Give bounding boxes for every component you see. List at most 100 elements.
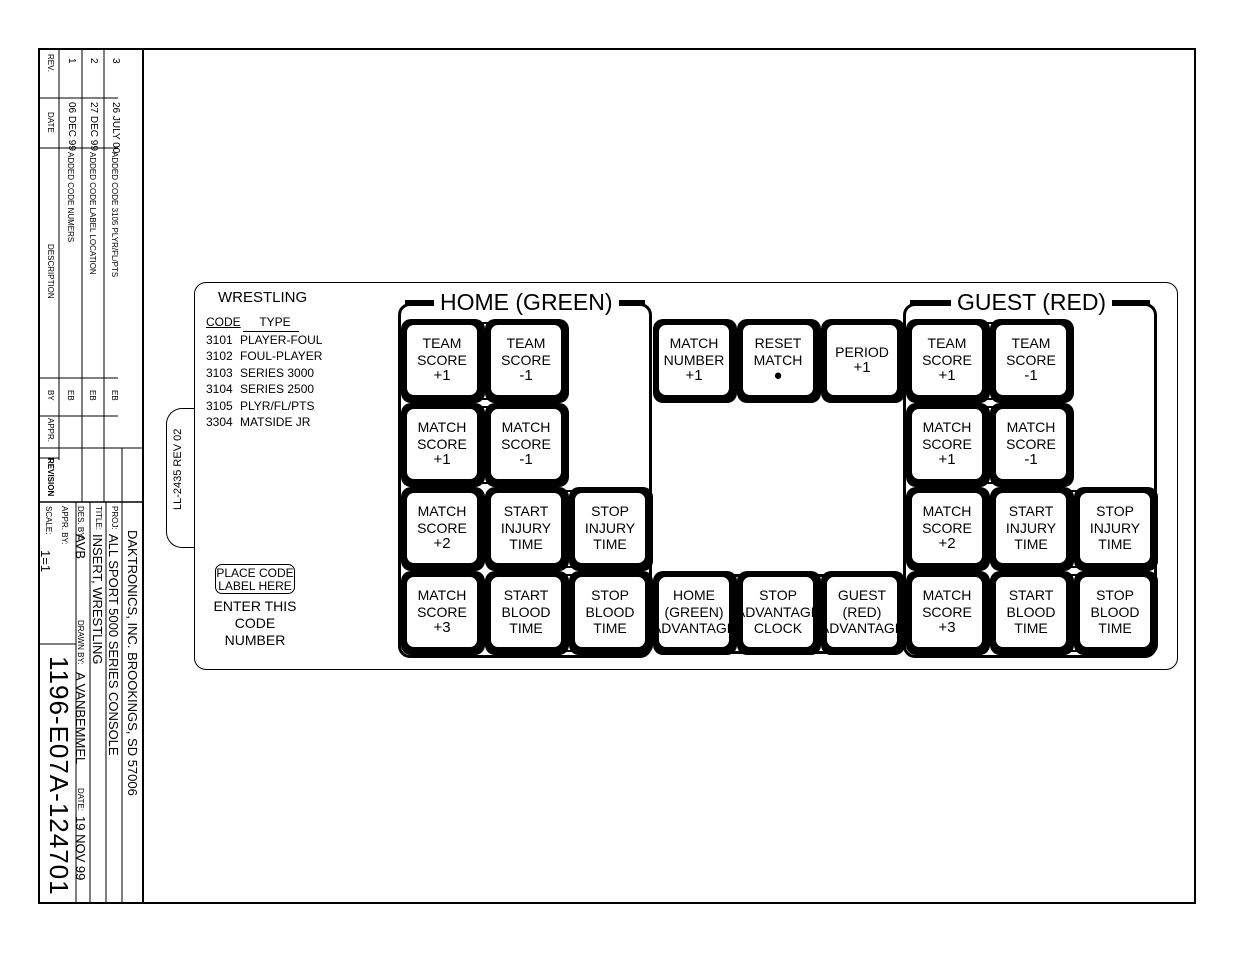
drawing-number: 1196-E07A-124701	[44, 656, 74, 896]
enter-line: ENTER THIS	[213, 598, 297, 614]
guest-advantage-label: (RED)	[842, 603, 882, 620]
codes-header-row: CODE TYPE	[206, 314, 322, 332]
guest-advantage-label: ADVANTAGE	[819, 620, 905, 637]
rev-3-by: EB	[110, 390, 119, 401]
home-start-blood-time-label: TIME	[509, 620, 543, 637]
title-value: INSERT, WRESTLING	[90, 534, 105, 665]
code-value: 3105	[206, 398, 233, 413]
rev-1-number: 1	[66, 58, 77, 64]
home-start-injury-time-label: TIME	[509, 536, 543, 553]
guest-stop-blood-time-label: STOP	[1096, 587, 1134, 604]
guest-match-score-plus3-label: +3	[938, 619, 956, 637]
reset-match-label: ●	[773, 367, 783, 385]
home-team-score-minus1-label: -1	[519, 367, 533, 385]
home-match-score-plus3-label: SCORE	[417, 603, 467, 620]
guest-match-score-minus1-label: MATCH	[1006, 419, 1056, 436]
stop-advantage-clock-label: ADVANTAGE	[735, 603, 821, 620]
guest-match-score-plus1-label: +1	[938, 451, 956, 469]
title-block: REV. DATE DESCRIPTION BY APPR. 1 06 DEC …	[38, 48, 144, 904]
date-header: DATE	[46, 112, 55, 133]
rev-3-date: 26 JULY 00	[110, 102, 121, 154]
rev-1-description: ADDED CODE NUMERS	[66, 152, 75, 243]
guest-match-score-plus2-label: SCORE	[922, 519, 972, 536]
home-match-score-plus1-label: SCORE	[417, 435, 467, 452]
home-team-score-plus1-label: SCORE	[417, 351, 467, 368]
guest-advantage-button[interactable]: GUEST(RED)ADVANTAGE	[820, 571, 905, 655]
codes-heading: WRESTLING	[218, 289, 308, 306]
home-advantage-label: ADVANTAGE	[651, 620, 737, 637]
guest-advantage-face: GUEST(RED)ADVANTAGE	[820, 576, 904, 648]
guest-team-score-minus1-label: TEAM	[1011, 335, 1051, 352]
home-stop-injury-time-label: STOP	[591, 503, 629, 520]
guest-start-injury-time-label: INJURY	[1005, 519, 1057, 536]
code-type: FOUL-PLAYER	[240, 349, 323, 363]
guest-team-score-plus1-label: SCORE	[922, 351, 972, 368]
home-match-score-plus2-label: +2	[433, 535, 451, 553]
period-plus1-button[interactable]: PERIOD+1	[821, 319, 905, 403]
guest-team-score-minus1-label: SCORE	[1006, 351, 1056, 368]
stop-advantage-clock-label: STOP	[759, 587, 797, 604]
code-row: 3105 PLYR/FL/PTS	[206, 398, 322, 415]
rev-2-date: 27 DEC 99	[88, 102, 99, 151]
guest-group-title: GUEST (RED)	[951, 291, 1113, 314]
guest-stop-blood-time-label: TIME	[1098, 620, 1132, 637]
guest-match-score-plus3-label: MATCH	[922, 587, 972, 604]
home-advantage-label: (GREEN)	[664, 603, 724, 620]
code-value: 3101	[206, 332, 233, 347]
scale-value: 1=1	[38, 550, 53, 573]
guest-stop-injury-time-label: INJURY	[1089, 519, 1141, 536]
guest-match-score-minus1-label: SCORE	[1006, 435, 1056, 452]
guest-match-score-plus2-label: MATCH	[922, 503, 972, 520]
match-number-plus1-label: MATCH	[669, 335, 719, 352]
home-advantage-button[interactable]: HOME(GREEN)ADVANTAGE	[651, 571, 737, 655]
period-plus1-label: +1	[853, 359, 871, 376]
code-type: PLYR/FL/PTS	[240, 398, 315, 413]
guest-start-injury-time-label: START	[1008, 503, 1054, 520]
code-value: 3102	[206, 349, 233, 363]
rev-3-number: 3	[110, 58, 121, 64]
description-header: DESCRIPTION	[46, 244, 55, 299]
